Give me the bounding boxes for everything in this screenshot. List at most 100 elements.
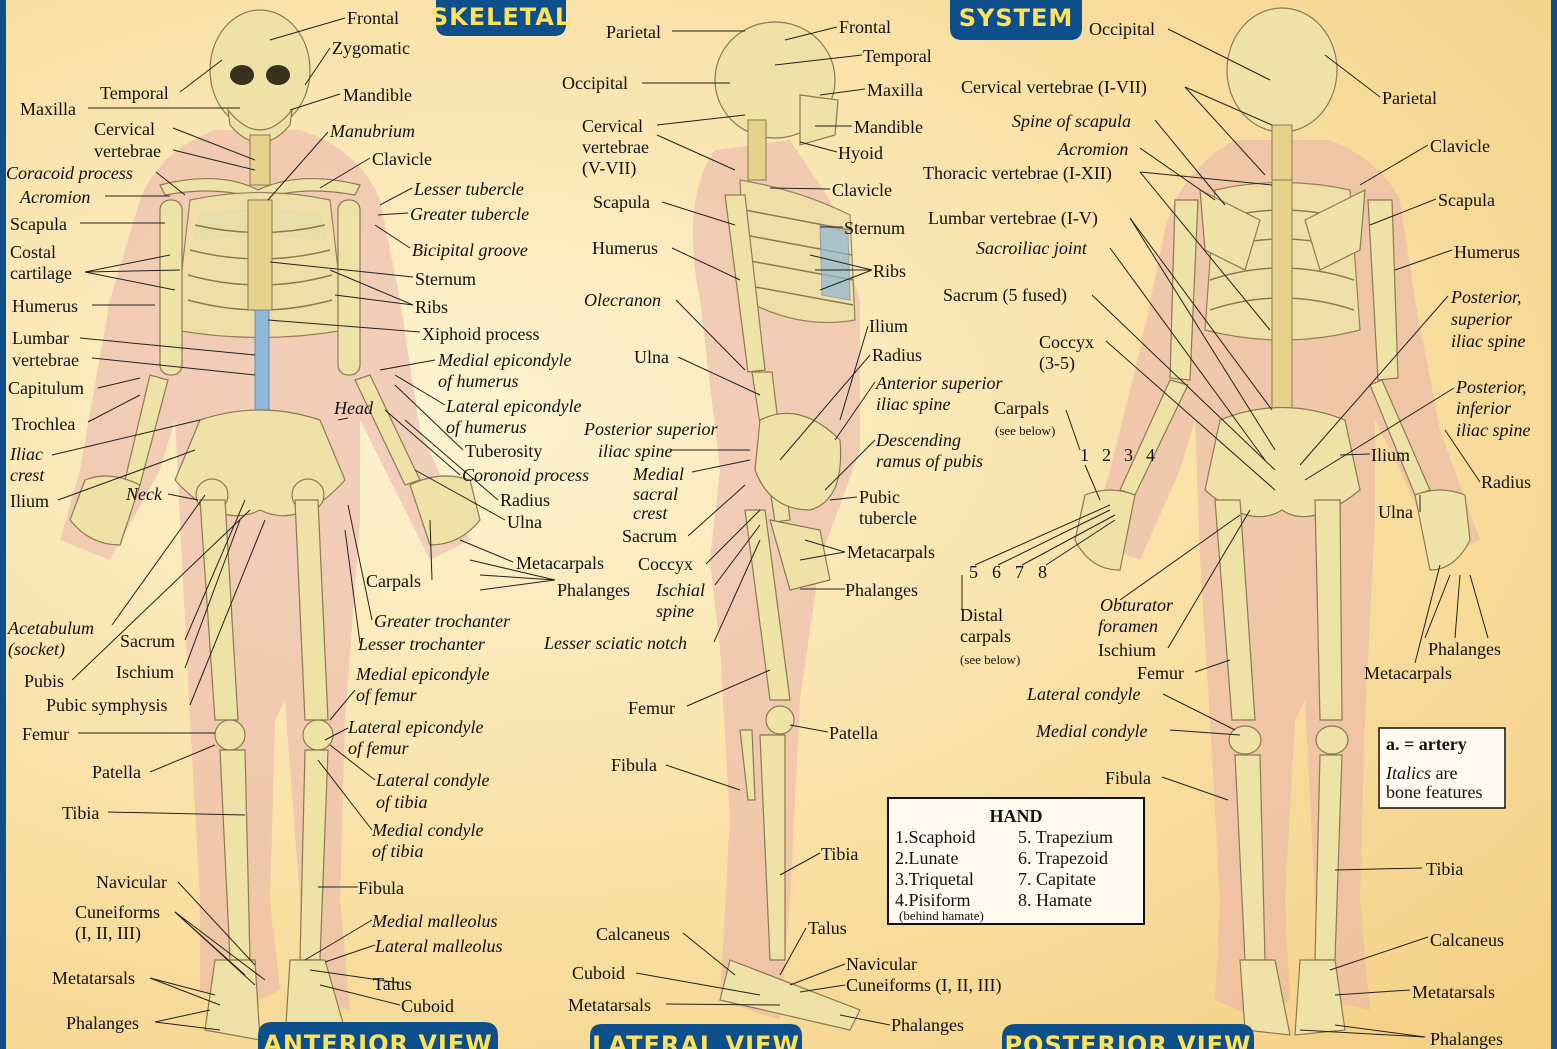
hand-key-item-5: 5. Trapezium <box>1018 827 1113 847</box>
label-xiphoid: Xiphoid process <box>422 324 539 344</box>
label-thoracic-vertebrae: Thoracic vertebrae (I-XII) <box>923 163 1112 184</box>
label-carpal-2: 2 <box>1102 445 1111 465</box>
label-calcaneus: Calcaneus <box>1430 930 1504 950</box>
label-fibula: Fibula <box>611 755 657 775</box>
label-femur: Femur <box>1137 663 1184 683</box>
label-obturator-foramen: Obturator <box>1100 595 1174 615</box>
label-posterior-inferior-iliac: Posterior, <box>1455 377 1527 397</box>
label-ribs: Ribs <box>415 297 448 317</box>
hand-key-item-4: 4.Pisiform <box>895 890 971 910</box>
label-mandible: Mandible <box>854 117 923 137</box>
label-greater-trochanter: Greater trochanter <box>374 611 511 631</box>
label-patella: Patella <box>92 762 141 782</box>
label-temporal: Temporal <box>100 83 169 103</box>
banner-system: SYSTEM <box>950 0 1082 40</box>
label-tibia: Tibia <box>1426 859 1463 879</box>
label-frontal: Frontal <box>839 17 891 37</box>
label-carpals: Carpals <box>366 571 421 591</box>
label-lumbar-vertebrae: vertebrae <box>12 350 79 370</box>
label-metatarsals: Metatarsals <box>568 995 651 1015</box>
banner-anterior-view: ANTERIOR VIEW <box>258 1022 498 1049</box>
label-posterior-inferior-iliac-2: inferior <box>1456 398 1512 418</box>
label-fibula: Fibula <box>1105 768 1151 788</box>
label-ischial-spine: Ischial <box>655 580 705 600</box>
label-posterior-superior-iliac-2: superior <box>1451 309 1513 329</box>
label-femur: Femur <box>628 698 675 718</box>
label-ulna: Ulna <box>1378 502 1413 522</box>
label-ulna: Ulna <box>507 512 542 532</box>
label-distal-note: (see below) <box>960 652 1020 667</box>
label-ischial-spine-2: spine <box>656 601 694 621</box>
label-iliac: Iliac <box>9 444 43 464</box>
label-acetabulum-socket: (socket) <box>8 639 65 660</box>
label-metacarpals: Metacarpals <box>1364 663 1452 683</box>
label-clavicle: Clavicle <box>1430 136 1490 156</box>
hand-key-item-8: 8. Hamate <box>1018 890 1092 910</box>
skeleton-figures-svg: SKELETAL SYSTEM ANTERIOR VIEW LATERAL VI… <box>6 0 1551 1049</box>
label-medial-epicondyle-humerus-2: of humerus <box>438 371 519 391</box>
legend-box: a. = artery Italics are bone features <box>1379 728 1505 808</box>
label-pubic-tubercle-2: tubercle <box>859 508 917 528</box>
label-radius: Radius <box>1481 472 1531 492</box>
label-occipital: Occipital <box>562 73 628 93</box>
label-cuneiforms: Cuneiforms (I, II, III) <box>846 975 1001 996</box>
label-lesser-trochanter: Lesser trochanter <box>357 634 486 654</box>
label-ribs: Ribs <box>873 261 906 281</box>
label-metatarsals: Metatarsals <box>1412 982 1495 1002</box>
label-medial-condyle: Medial condyle <box>1035 721 1147 741</box>
label-calcaneus: Calcaneus <box>596 924 670 944</box>
label-cuboid: Cuboid <box>401 996 454 1016</box>
label-phalanges-hand: Phalanges <box>557 580 630 600</box>
label-carpal-7: 7 <box>1015 562 1024 582</box>
label-medial-condyle-tibia-2: of tibia <box>372 841 424 861</box>
label-ischium: Ischium <box>1098 640 1156 660</box>
label-coccyx: Coccyx <box>1039 332 1094 352</box>
label-cuboid: Cuboid <box>572 963 625 983</box>
label-phalanges-foot: Phalanges <box>66 1013 139 1033</box>
banner-skeletal: SKELETAL <box>431 0 571 36</box>
label-scapula: Scapula <box>1438 190 1495 210</box>
label-maxilla: Maxilla <box>20 99 76 119</box>
label-sacrum: Sacrum <box>120 631 175 651</box>
label-occipital: Occipital <box>1089 19 1155 39</box>
poster-panel: SKELETAL SYSTEM ANTERIOR VIEW LATERAL VI… <box>6 0 1551 1049</box>
label-scapula: Scapula <box>593 192 650 212</box>
label-medial-epicondyle-femur-2: of femur <box>356 685 417 705</box>
label-femur: Femur <box>22 724 69 744</box>
label-ilium: Ilium <box>10 491 49 511</box>
legend-artery: a. = artery <box>1386 734 1467 754</box>
label-posterior-superior-iliac-3: iliac spine <box>1451 331 1526 351</box>
label-scapula: Scapula <box>10 214 67 234</box>
label-posterior-superior-iliac: Posterior superior <box>583 419 719 439</box>
label-navicular: Navicular <box>846 954 917 974</box>
label-humerus: Humerus <box>1454 242 1520 262</box>
label-carpals: Carpals <box>994 398 1049 418</box>
banner-posterior-view: POSTERIOR VIEW <box>1002 1024 1254 1049</box>
label-spine-of-scapula: Spine of scapula <box>1012 111 1131 131</box>
label-manubrium: Manubrium <box>329 121 415 141</box>
label-medial-malleolus: Medial malleolus <box>371 911 497 931</box>
label-olecranon: Olecranon <box>584 290 661 310</box>
label-sternum: Sternum <box>415 269 476 289</box>
label-coccyx: Coccyx <box>638 554 693 574</box>
label-ilium: Ilium <box>869 316 908 336</box>
label-acromion: Acromion <box>1057 139 1128 159</box>
label-zygomatic: Zygomatic <box>332 38 410 58</box>
label-lateral-malleolus: Lateral malleolus <box>374 936 503 956</box>
label-ilium: Ilium <box>1371 445 1410 465</box>
label-medial-sacral: Medial <box>632 464 684 484</box>
label-talus: Talus <box>373 974 412 994</box>
label-sacrum: Sacrum <box>622 526 677 546</box>
label-carpal-6: 6 <box>992 562 1001 582</box>
label-costal: Costal <box>10 242 56 262</box>
label-talus: Talus <box>808 918 847 938</box>
lateral-figure <box>693 22 860 1030</box>
label-pubic-symphysis: Pubic symphysis <box>46 695 168 715</box>
label-descending-ramus-2: ramus of pubis <box>876 451 983 471</box>
label-lesser-tubercle: Lesser tubercle <box>413 179 524 199</box>
label-radius: Radius <box>872 345 922 365</box>
hand-key-item-1: 1.Scaphoid <box>895 827 976 847</box>
label-posterior-inferior-iliac-3: iliac spine <box>1456 420 1531 440</box>
label-head: Head <box>333 398 374 418</box>
label-posterior-superior-iliac: Posterior, <box>1450 287 1522 307</box>
